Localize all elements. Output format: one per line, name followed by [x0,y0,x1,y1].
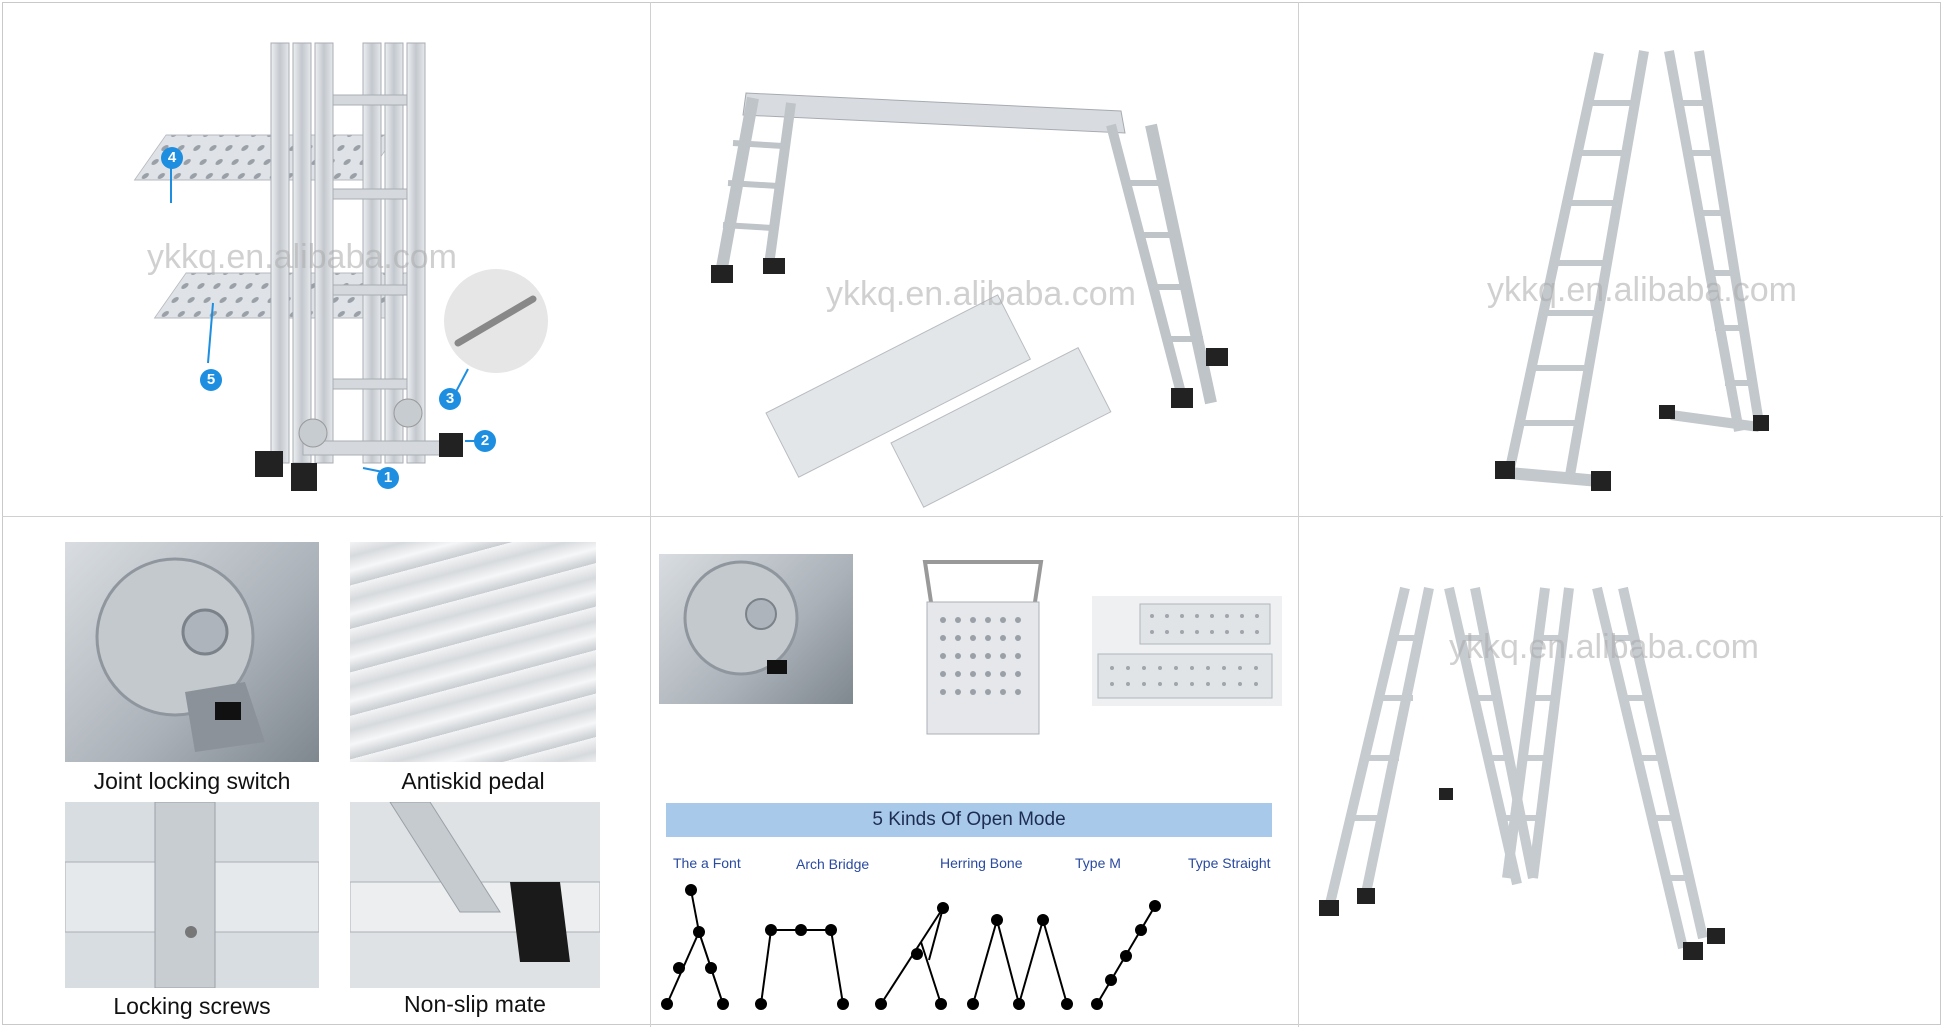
callout-1: 1 [377,467,399,489]
diagram-type-straight [1091,900,1161,1010]
diagram-herring-bone [875,902,949,1010]
diagram-a-font [661,884,729,1010]
watermark: ykkq.en.alibaba.com [147,238,457,276]
scaffold-ladder-illustration [711,92,1228,508]
divider-vertical-2 [1298,2,1299,1027]
watermark: ykkq.en.alibaba.com [1487,271,1797,309]
caption-antiskid-pedal: Antiskid pedal [401,768,545,794]
callout-4: 4 [161,147,183,169]
a-frame-ladder-illustration [1495,50,1769,491]
panel-open-modes: 5 Kinds Of Open Mode The a Font Arch Bri… [651,518,1297,1025]
non-slip-mate-photo [350,802,600,988]
joint-detail-photo [659,554,853,704]
divider-vertical-1 [650,2,651,1027]
antiskid-pedal-photo [350,542,596,762]
mode-label-type-m: Type M [1075,855,1121,871]
caption-non-slip-mate: Non-slip mate [404,991,546,1017]
locking-screws-photo [65,802,319,988]
platform-planks-photo [1092,596,1282,706]
caption-joint-locking-switch: Joint locking switch [93,768,291,794]
platform-hook-photo [913,552,1053,736]
mode-label-arch-bridge: Arch Bridge [796,856,870,872]
mode-label-type-straight: Type Straight [1188,855,1271,871]
diagram-arch-bridge [755,924,849,1010]
joint-locking-switch-photo [65,542,319,762]
mode-label-a-font: The a Font [673,855,741,871]
panel-parts-overview: 4 5 3 2 1 ykkq.en.alibaba.com [3,3,649,515]
plank-left [765,294,1032,478]
watermark: ykkq.en.alibaba.com [1449,628,1759,666]
watermark: ykkq.en.alibaba.com [826,275,1136,313]
folded-ladder [255,42,463,491]
open-mode-title-bar: 5 Kinds Of Open Mode [666,803,1272,837]
callout-5: 5 [200,369,222,391]
caption-locking-screws: Locking screws [113,993,271,1019]
panel-features: Joint locking switch Antiskid pedal Lock… [3,518,649,1025]
diagram-type-m [967,914,1073,1010]
callout-2: 2 [474,430,496,452]
callout-3: 3 [439,388,461,410]
open-mode-diagrams [661,884,1161,1010]
mode-label-herring-bone: Herring Bone [940,855,1023,871]
panel-m-mode: ykkq.en.alibaba.com [1299,518,1941,1025]
panel-scaffold-mode: ykkq.en.alibaba.com [651,3,1297,515]
m-mode-ladder-illustration [1319,586,1725,960]
panel-a-frame: ykkq.en.alibaba.com [1299,3,1941,515]
plank-right [890,346,1112,508]
folded-ladder-parts-illustration [133,42,548,491]
divider-horizontal [2,516,1943,517]
